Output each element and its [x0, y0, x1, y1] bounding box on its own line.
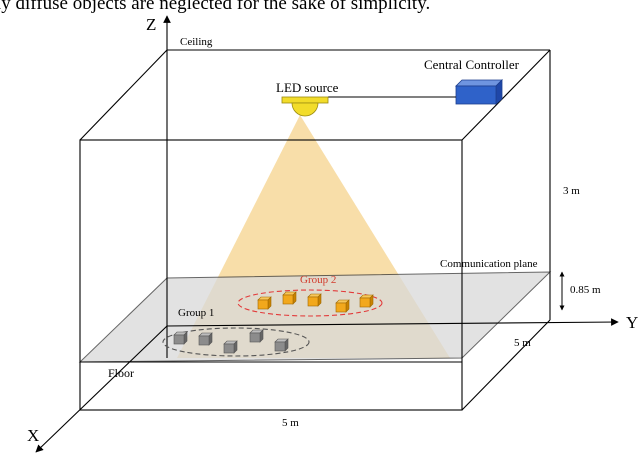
group2-device: [335, 299, 350, 313]
led-source-label: LED source: [276, 80, 339, 95]
group1-device: [249, 329, 264, 343]
group1-devices: [173, 329, 289, 354]
led-lamp-icon: [281, 96, 329, 117]
group2-devices: [257, 291, 374, 313]
caption-fragment: ly diffuse objects are neglected for the…: [0, 0, 430, 14]
depth-dimension: 5 m: [514, 337, 531, 349]
plane-height-dimension: 0.85 m: [570, 284, 601, 296]
height-dimension: 3 m: [563, 185, 580, 197]
group2-ellipse: [237, 289, 383, 317]
group2-label: Group 2: [300, 274, 336, 286]
y-axis: [166, 318, 619, 327]
x-axis: [35, 325, 168, 453]
group2-device: [282, 291, 297, 305]
group2-device: [257, 296, 272, 310]
group2-device: [359, 294, 374, 308]
controller-box-icon: [455, 79, 503, 105]
group1-label: Group 1: [178, 307, 214, 319]
group1-device: [173, 331, 188, 345]
group1-device: [274, 338, 289, 352]
x-axis-label: X: [27, 426, 39, 445]
floor-label: Floor: [108, 366, 134, 380]
group2-device: [307, 293, 322, 307]
y-axis-label: Y: [626, 313, 638, 332]
group1-device: [198, 332, 213, 346]
ceiling-label: Ceiling: [180, 36, 213, 48]
width-dimension: 5 m: [282, 417, 299, 429]
group1-device: [223, 340, 238, 354]
plane-label: Communication plane: [440, 258, 538, 270]
z-axis-label: Z: [146, 15, 156, 34]
controller-label: Central Controller: [424, 57, 520, 72]
room-box: [79, 49, 551, 411]
group1-ellipse: [162, 327, 310, 357]
